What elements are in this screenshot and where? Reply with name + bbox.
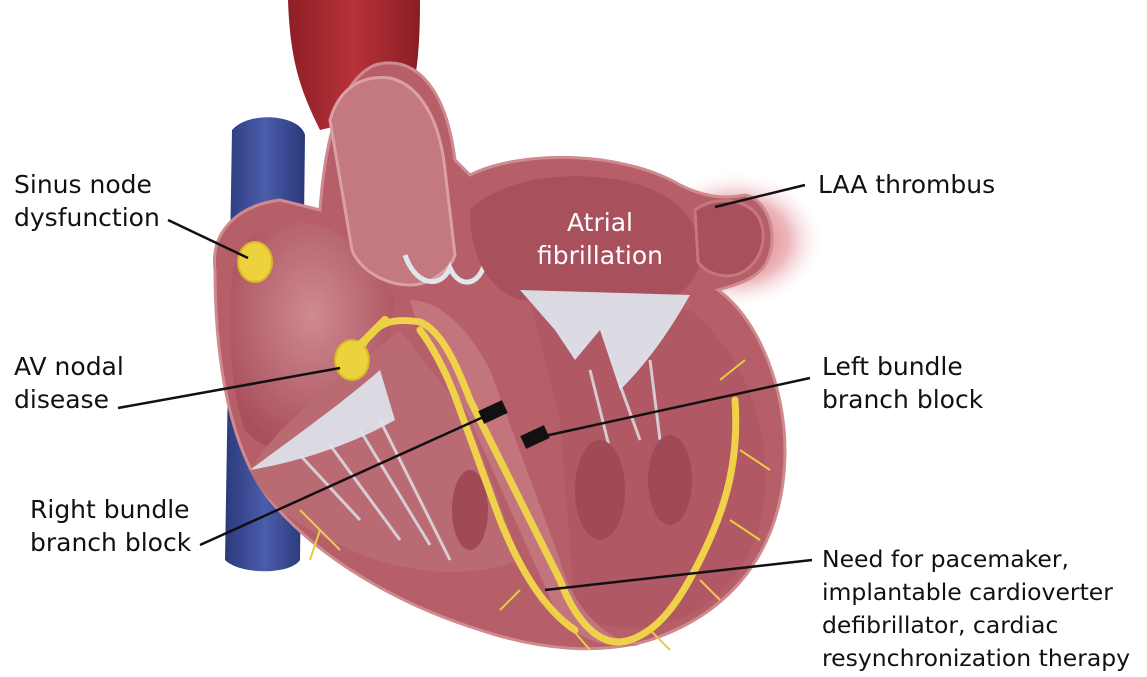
label-sinus-node: Sinus node dysfunction [14,168,160,234]
label-right-bundle: Right bundle branch block [30,493,191,559]
label-left-bundle: Left bundle branch block [822,350,983,416]
label-av-nodal-line2: disease [14,383,124,416]
label-atrial-fibrillation-line2: fibrillation [520,239,680,272]
label-av-nodal: AV nodal disease [14,350,124,416]
label-pacemaker-line1: Need for pacemaker, [822,543,1130,576]
papillary-muscle [575,440,625,540]
label-laa-thrombus: LAA thrombus [818,168,995,201]
label-pacemaker-line3: defibrillator, cardiac [822,609,1130,642]
label-sinus-node-line1: Sinus node [14,168,160,201]
label-right-bundle-line2: branch block [30,526,191,559]
label-pacemaker: Need for pacemaker, implantable cardiove… [822,543,1130,675]
left-atrial-appendage [695,201,763,276]
label-pacemaker-line4: resynchronization therapy [822,642,1130,675]
label-atrial-fibrillation-line1: Atrial [520,206,680,239]
label-left-bundle-line2: branch block [822,383,983,416]
sinus-node [238,242,272,282]
label-right-bundle-line1: Right bundle [30,493,191,526]
label-pacemaker-line2: implantable cardioverter [822,576,1130,609]
label-laa-thrombus-line1: LAA thrombus [818,168,995,201]
label-av-nodal-line1: AV nodal [14,350,124,383]
label-atrial-fibrillation: Atrial fibrillation [520,206,680,272]
label-sinus-node-line2: dysfunction [14,201,160,234]
label-left-bundle-line1: Left bundle [822,350,983,383]
papillary-muscle [648,435,692,525]
